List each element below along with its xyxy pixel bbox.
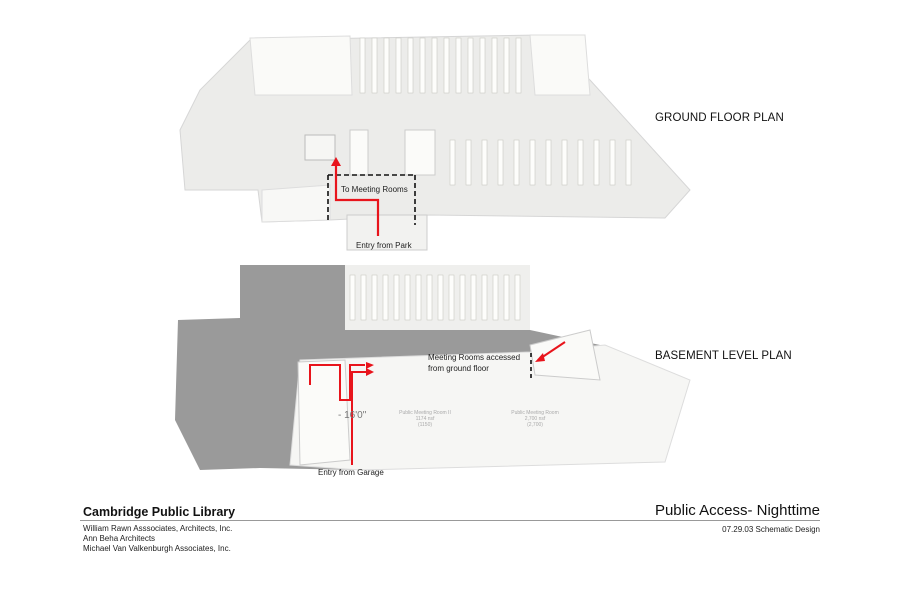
shelf	[513, 139, 520, 186]
footer-divider	[80, 520, 820, 521]
entry-from-park-label: Entry from Park	[356, 241, 412, 250]
shelf	[371, 37, 378, 94]
shelf	[561, 139, 568, 186]
shelf	[431, 37, 438, 94]
basement-model	[175, 265, 691, 471]
shelf	[395, 37, 402, 94]
shelf	[514, 274, 521, 321]
firm-1: William Rawn Asssociates, Architects, In…	[83, 524, 233, 533]
shelf	[371, 274, 378, 321]
shelf	[491, 37, 498, 94]
shelf	[529, 139, 536, 186]
shelf	[481, 139, 488, 186]
firm-3: Michael Van Valkenburgh Associates, Inc.	[83, 544, 231, 553]
meeting-note-line1: Meeting Rooms accessed	[428, 353, 521, 362]
shelf	[625, 139, 632, 186]
project-title: Cambridge Public Library	[83, 505, 236, 519]
shelf	[467, 37, 474, 94]
room-label: Public Meeting Room II 1174 nsf (1150)	[395, 410, 455, 428]
shelf	[407, 37, 414, 94]
room-area: 1174 nsf	[415, 416, 435, 422]
room-program: (1150)	[417, 422, 433, 428]
ground-floor-model	[179, 34, 691, 251]
shelf	[609, 139, 616, 186]
shelf	[492, 274, 499, 321]
date-phase: 07.29.03 Schematic Design	[722, 525, 820, 534]
room-name: Public Meeting Room	[511, 410, 559, 416]
sheet-title: Public Access- Nighttime	[654, 502, 820, 519]
shelf	[479, 37, 486, 94]
shelf	[465, 139, 472, 186]
shelf	[419, 37, 426, 94]
shelf	[593, 139, 600, 186]
entry-from-garage-label: Entry from Garage	[318, 468, 384, 477]
shelf	[383, 37, 390, 94]
shelf	[393, 274, 400, 321]
room-program: (2,700)	[527, 422, 543, 428]
shelf	[404, 274, 411, 321]
meeting-note-line2: from ground floor	[428, 364, 489, 373]
shelf	[577, 139, 584, 186]
shelf	[481, 274, 488, 321]
shelf	[497, 139, 504, 186]
shelf	[448, 274, 455, 321]
basement-level-plan-label: BASEMENT LEVEL PLAN	[655, 350, 792, 362]
shelf	[503, 274, 510, 321]
shelf	[426, 274, 433, 321]
shelf	[503, 37, 510, 94]
to-meeting-rooms-label: To Meeting Rooms	[341, 185, 408, 194]
ground-floor-plan-label: GROUND FLOOR PLAN	[655, 112, 784, 124]
shelf	[382, 274, 389, 321]
shelf	[449, 139, 456, 186]
firm-2: Ann Beha Architects	[83, 534, 156, 543]
room-label: Public Meeting Room 2,700 nsf (2,700)	[505, 410, 565, 428]
shelf	[459, 274, 466, 321]
shelf	[470, 274, 477, 321]
shelf	[545, 139, 552, 186]
shelf	[359, 37, 366, 94]
shelf	[437, 274, 444, 321]
room-name: Public Meeting Room II	[399, 410, 451, 416]
shelf	[515, 37, 522, 94]
shelf	[455, 37, 462, 94]
shelving-rows	[359, 37, 632, 186]
shelf	[443, 37, 450, 94]
shelving-rows-basement	[349, 274, 521, 321]
elevation-label: - 16'0"	[338, 410, 367, 421]
shelf	[349, 274, 356, 321]
room-area: 2,700 nsf	[524, 416, 546, 422]
shelf	[415, 274, 422, 321]
shelf	[360, 274, 367, 321]
